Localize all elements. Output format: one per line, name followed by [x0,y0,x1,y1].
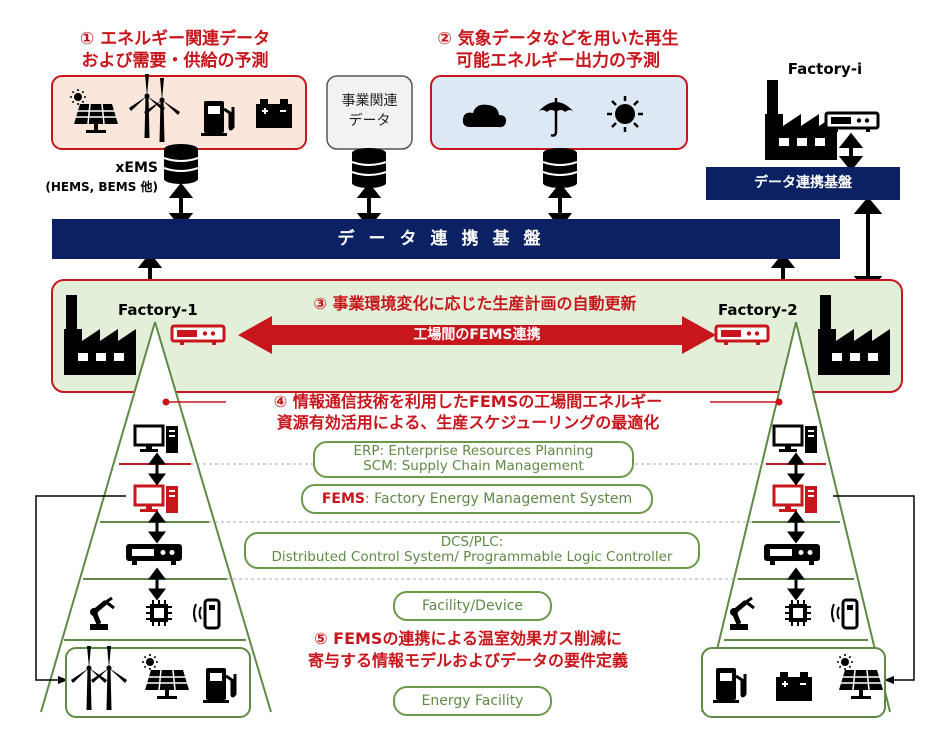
scm-label: SCM: Supply Chain Management [363,458,584,474]
section5-line1: FEMSの連携による温室効果ガス削減に [333,629,622,648]
business-data-line1: 事業関連 [341,93,398,109]
umbrella-icon [538,98,574,137]
xems-subtitle: (HEMS, BEMS 他) [45,180,158,194]
fems-energy-connectors [35,495,915,681]
section2-heading: ② 気象データなどを用いた再生 可能エネルギー出力の予測 [428,28,688,72]
fems-link-label: 工場間のFEMS連携 [413,327,541,343]
gateway-device-icon [824,111,880,134]
xems-label: xEMS [115,160,158,176]
section5-heading: ⑤ FEMSの連携による温室効果ガス削減に 寄与する情報モデルおよびデータの要件… [268,628,668,672]
section2-line1: 気象データなどを用いた再生 [457,29,679,49]
section5-number: ⑤ [314,629,328,648]
fems-link-arrow [238,316,716,354]
factory-i-label: Factory-i [787,60,863,78]
section3-number: ③ [313,294,327,313]
database-icon [542,147,578,189]
dcs-plc-pill: DCS/PLC: Distributed Control System/ Pro… [244,532,700,569]
gateway-device-icon [170,324,226,347]
factory2-label: Factory-2 [718,301,798,319]
factory1-label: Factory-1 [118,301,198,319]
section4-line1: 情報通信技術を利用したFEMSの工場間エネルギー [292,392,663,411]
section2-number: ② [437,29,452,49]
database-icon [163,143,199,185]
section1-number: ① [79,29,95,49]
section1-line1: エネルギー関連データ [100,29,271,49]
sun-icon [607,96,643,132]
business-data-label: 事業関連 データ [327,91,412,131]
fems-pill: FEMS: Factory Energy Management System [301,484,653,514]
data-platform-small: データ連携基盤 [706,167,900,200]
section4-number: ④ [273,392,288,411]
database-icon [351,147,387,189]
section1-line2: および需要・供給の予測 [81,51,269,71]
section3-heading: ③ 事業環境変化に応じた生産計画の自動更新 [260,293,690,315]
section4-connector [162,398,783,406]
pyramid-arrows [148,452,805,601]
erp-label: ERP: Enterprise Resources Planning [353,443,594,459]
business-data-line2: データ [348,113,391,129]
section1-heading: ① エネルギー関連データ および需要・供給の予測 [62,28,288,72]
weather-data-box [430,75,688,150]
fems-abbr: FEMS [321,491,366,507]
section5-line2: 寄与する情報モデルおよびデータの要件定義 [307,651,628,670]
facility-device-pill: Facility/Device [393,591,552,621]
energy-facility-pill: Energy Facility [393,686,552,716]
section3-text: 事業環境変化に応じた生産計画の自動更新 [332,294,637,313]
section2-line2: 可能エネルギー出力の予測 [456,51,660,71]
dcs-plc-abbr: DCS/PLC: [440,534,504,550]
section4-line2: 資源有効活用による、生産スケジューリングの最適化 [276,413,660,432]
erp-scm-pill: ERP: Enterprise Resources Planning SCM: … [313,441,634,478]
cloud-icon [462,104,507,128]
section4-heading: ④ 情報通信技術を利用したFEMSの工場間エネルギー 資源有効活用による、生産ス… [226,391,710,433]
data-platform-main: データ連携基盤 [52,219,840,259]
gateway-device-icon [714,324,770,347]
dcs-plc-description: Distributed Control System/ Programmable… [271,549,673,565]
fems-description: : Factory Energy Management System [365,491,633,507]
